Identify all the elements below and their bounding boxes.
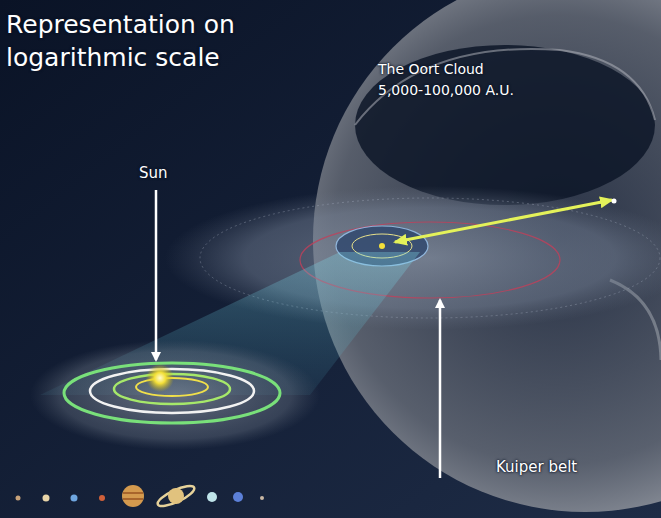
belt-label: Kuiper belt bbox=[496, 457, 577, 477]
sun-label: Sun bbox=[139, 163, 168, 183]
title: Representation on logarithmic scale bbox=[6, 8, 296, 74]
region-label: The Oort Cloud bbox=[378, 60, 484, 79]
distance-label: 5,000-100,000 A.U. bbox=[378, 81, 514, 100]
